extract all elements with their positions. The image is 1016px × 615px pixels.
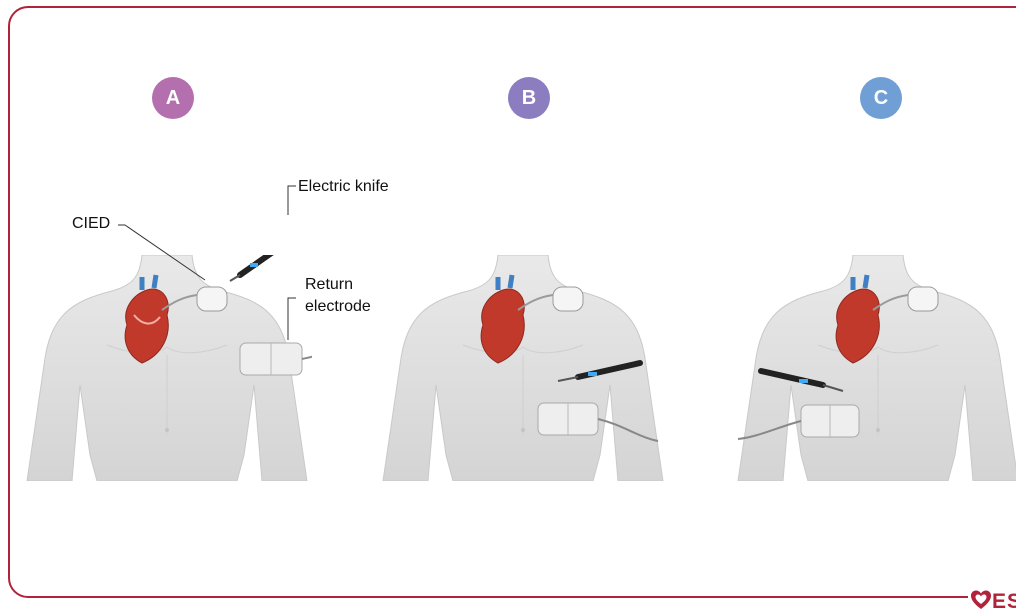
return-electrode-label: Return electrode (305, 274, 371, 318)
electric-knife-label: Electric knife (298, 176, 389, 198)
cied-label: CIED (72, 213, 110, 235)
cied-device (197, 287, 227, 311)
return-electrode-label-line2: electrode (305, 296, 371, 318)
cied-device (553, 287, 583, 311)
panel-badge-a: A (152, 77, 194, 119)
torso-illustration-a (22, 255, 312, 481)
esc-heart-logo-icon (970, 589, 992, 611)
navel (521, 428, 525, 432)
navel (876, 428, 880, 432)
esc-logo-text: ESC (992, 590, 1016, 614)
panel-badge-c: C (860, 77, 902, 119)
return-electrode-label-line1: Return (305, 274, 371, 296)
cied-device (908, 287, 938, 311)
navel (165, 428, 169, 432)
torso-shape (738, 255, 1016, 481)
panel-badge-b: B (508, 77, 550, 119)
return-electrode-pad (240, 343, 312, 375)
torso-illustration-c (733, 255, 1016, 481)
electric-knife-icon (230, 255, 280, 281)
torso-illustration-b (378, 255, 668, 481)
